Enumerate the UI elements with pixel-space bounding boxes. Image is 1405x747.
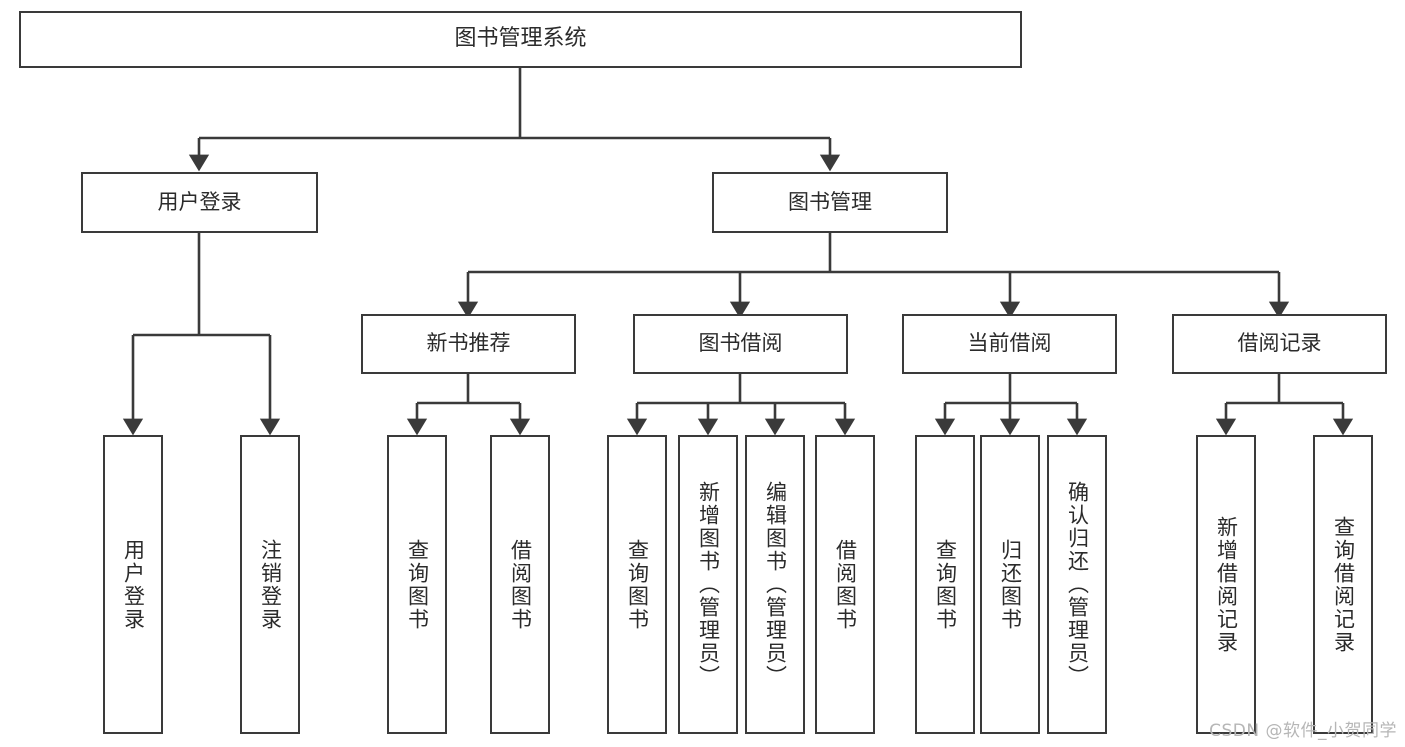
node-user-login-label: 用户登录 bbox=[157, 189, 242, 214]
leaf-query-record-label: 查询借阅记录 bbox=[1331, 515, 1356, 654]
node-current-borrow-label: 当前借阅 bbox=[967, 331, 1052, 356]
leaf-confirm-return[interactable]: 确认归还（管理员） bbox=[1047, 435, 1107, 734]
leaf-logout[interactable]: 注销登录 bbox=[240, 435, 300, 734]
node-root[interactable]: 图书管理系统 bbox=[19, 11, 1022, 68]
watermark-text: CSDN @软件_小贺同学 bbox=[1209, 721, 1397, 741]
leaf-borrow-book-1-label: 借阅图书 bbox=[508, 538, 533, 631]
leaf-user-login-label: 用户登录 bbox=[121, 538, 146, 631]
leaf-add-record[interactable]: 新增借阅记录 bbox=[1196, 435, 1256, 734]
leaf-return-book-label: 归还图书 bbox=[998, 538, 1023, 631]
leaf-borrow-book-2[interactable]: 借阅图书 bbox=[815, 435, 875, 734]
node-borrow-record[interactable]: 借阅记录 bbox=[1172, 314, 1387, 374]
leaf-user-login[interactable]: 用户登录 bbox=[103, 435, 163, 734]
node-current-borrow[interactable]: 当前借阅 bbox=[902, 314, 1117, 374]
node-book-borrow-label: 图书借阅 bbox=[698, 331, 783, 356]
node-new-book-recommend-label: 新书推荐 bbox=[426, 331, 511, 356]
leaf-add-book-label: 新增图书（管理员） bbox=[696, 481, 721, 688]
leaf-confirm-return-label: 确认归还（管理员） bbox=[1065, 481, 1090, 688]
node-borrow-record-label: 借阅记录 bbox=[1237, 331, 1322, 356]
leaf-borrow-book-2-label: 借阅图书 bbox=[833, 538, 858, 631]
leaf-borrow-book-1[interactable]: 借阅图书 bbox=[490, 435, 550, 734]
node-book-manage-label: 图书管理 bbox=[788, 189, 872, 214]
leaf-query-book-1-label: 查询图书 bbox=[405, 538, 430, 631]
node-root-label: 图书管理系统 bbox=[454, 26, 587, 52]
leaf-query-book-2[interactable]: 查询图书 bbox=[607, 435, 667, 734]
leaf-edit-book[interactable]: 编辑图书（管理员） bbox=[745, 435, 805, 734]
node-user-login[interactable]: 用户登录 bbox=[81, 172, 318, 233]
leaf-add-book[interactable]: 新增图书（管理员） bbox=[678, 435, 738, 734]
leaf-query-book-1[interactable]: 查询图书 bbox=[387, 435, 447, 734]
node-new-book-recommend[interactable]: 新书推荐 bbox=[361, 314, 576, 374]
leaf-return-book[interactable]: 归还图书 bbox=[980, 435, 1040, 734]
leaf-query-book-3-label: 查询图书 bbox=[933, 538, 958, 631]
node-book-borrow[interactable]: 图书借阅 bbox=[633, 314, 848, 374]
leaf-query-record[interactable]: 查询借阅记录 bbox=[1313, 435, 1373, 734]
leaf-logout-label: 注销登录 bbox=[258, 538, 283, 631]
leaf-query-book-3[interactable]: 查询图书 bbox=[915, 435, 975, 734]
leaf-query-book-2-label: 查询图书 bbox=[625, 538, 650, 631]
leaf-add-record-label: 新增借阅记录 bbox=[1214, 515, 1239, 654]
node-book-manage[interactable]: 图书管理 bbox=[712, 172, 948, 233]
leaf-edit-book-label: 编辑图书（管理员） bbox=[763, 481, 788, 688]
